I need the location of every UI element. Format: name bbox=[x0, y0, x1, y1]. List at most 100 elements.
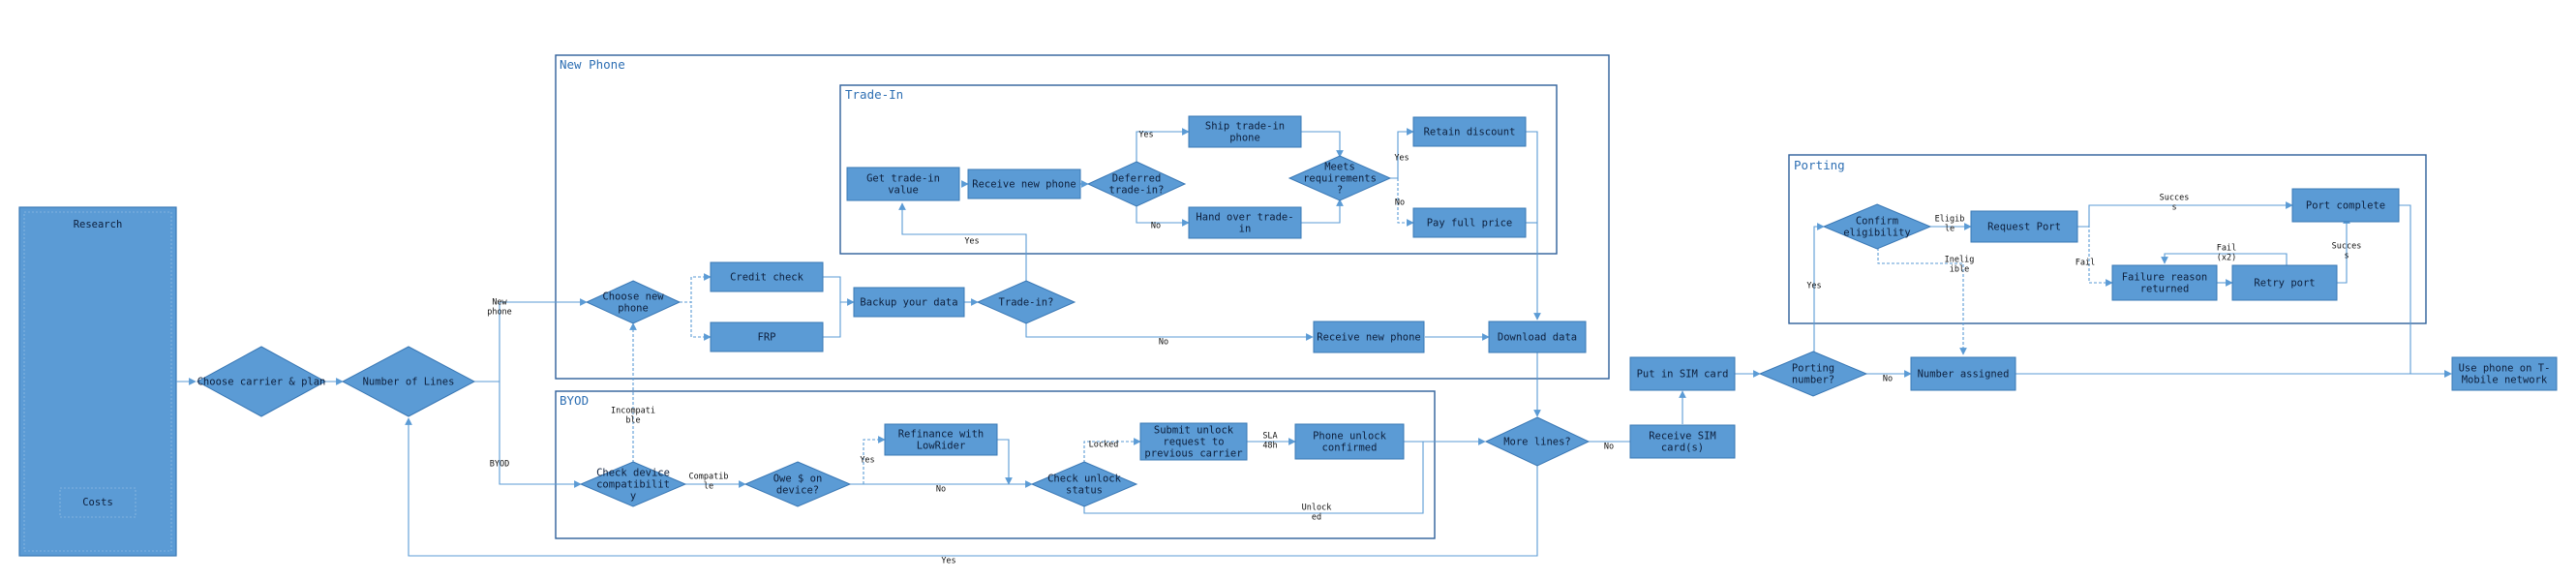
node-receive-new-phone-ti: Receive new phone bbox=[967, 168, 1081, 199]
edge-deferred-no bbox=[1136, 205, 1190, 227]
node-shape bbox=[1484, 416, 1591, 467]
edge-tradein-no bbox=[1025, 323, 1314, 341]
node-shape bbox=[1030, 461, 1138, 507]
edge-label-yes-trade: Yes bbox=[964, 237, 979, 247]
node-shape bbox=[884, 423, 998, 456]
node-shape bbox=[1086, 161, 1187, 207]
node-shape bbox=[1412, 207, 1527, 238]
edges-layer bbox=[176, 128, 2452, 557]
node-shape bbox=[1822, 203, 1932, 250]
node-retain-discount: Retain discount bbox=[1412, 116, 1527, 147]
byod-frame-title: BYOD bbox=[560, 393, 589, 408]
node-shape bbox=[1758, 351, 1868, 397]
node-shape bbox=[1629, 424, 1736, 459]
node-shape bbox=[1910, 356, 2016, 391]
node-shape bbox=[585, 280, 682, 324]
edge-port-complete-to-use bbox=[2399, 204, 2452, 378]
edge-meets-no bbox=[1397, 178, 1414, 227]
node-credit-check: Credit check bbox=[710, 261, 824, 292]
node-hand-over-trade-in: Hand over trade-in bbox=[1188, 206, 1302, 239]
node-shape bbox=[1294, 423, 1405, 460]
edge-unlock-unlocked bbox=[1083, 442, 1424, 514]
node-backup-data: Backup your data bbox=[853, 287, 965, 318]
node-label: Number of Lines bbox=[363, 377, 455, 388]
edge-retain-to-download bbox=[1526, 131, 1541, 321]
node-shape bbox=[853, 287, 965, 318]
edge-new-phone bbox=[499, 298, 588, 382]
node-number-assigned: Number assigned bbox=[1910, 356, 2016, 391]
node-shape bbox=[976, 280, 1076, 324]
node-pay-full-price: Pay full price bbox=[1412, 207, 1527, 238]
edge-frp-to-backup bbox=[823, 302, 841, 338]
porting-frame bbox=[1788, 154, 2427, 324]
node-shape bbox=[1139, 422, 1248, 461]
node-label: Pay full price bbox=[1427, 218, 1513, 229]
edge-label-no-porting: No bbox=[1883, 375, 1893, 384]
node-shape bbox=[846, 167, 960, 201]
node-frp: FRP bbox=[710, 321, 824, 352]
edge-label-no-more-lines: No bbox=[1604, 443, 1614, 452]
edge-confirm-ineligible bbox=[1877, 248, 1967, 355]
node-label: Download data bbox=[1498, 332, 1577, 344]
edge-label-yes-porting: Yes bbox=[1806, 282, 1821, 291]
edge-unlock-locked bbox=[1083, 438, 1141, 463]
edge-label-no-trade: No bbox=[1159, 338, 1168, 348]
node-label: Trade-in? bbox=[999, 297, 1054, 309]
node-shape bbox=[1288, 155, 1392, 201]
node-choose-carrier: Choose carrier & plan bbox=[196, 346, 327, 417]
node-put-in-sim: Put in SIM card bbox=[1629, 356, 1736, 391]
new-phone-frame bbox=[555, 54, 1610, 380]
trade-in-frame-title: Trade-In bbox=[845, 87, 903, 102]
porting-frame-title: Porting bbox=[1794, 158, 1845, 172]
byod-frame bbox=[555, 390, 1436, 539]
node-label: Port complete bbox=[2306, 200, 2385, 212]
research-frame bbox=[18, 206, 177, 557]
node-shape bbox=[2291, 188, 2400, 223]
costs-frame-title: Costs bbox=[82, 497, 113, 508]
node-shape bbox=[1970, 210, 2078, 243]
node-label: Put in SIM card bbox=[1637, 369, 1729, 381]
edge-request-fail bbox=[2077, 226, 2113, 287]
node-shape bbox=[710, 261, 824, 292]
edge-label-yes-more-lines: Yes bbox=[941, 557, 955, 566]
node-use-phone: Use phone on T-Mobile network bbox=[2451, 356, 2558, 391]
node-shape bbox=[1188, 206, 1302, 239]
node-shape bbox=[1488, 321, 1587, 353]
node-shape bbox=[1412, 116, 1527, 147]
edge-retry-success bbox=[2337, 216, 2350, 284]
node-label: Backup your data bbox=[860, 297, 957, 309]
edge-refinance-to-unlock bbox=[997, 439, 1013, 485]
node-label: Request Port bbox=[1987, 222, 2061, 233]
node-receive-new-phone: Receive new phone bbox=[1313, 321, 1425, 353]
node-label: Hand over trade-in bbox=[1196, 212, 1293, 235]
node-shape bbox=[341, 346, 476, 417]
costs-frame bbox=[59, 487, 136, 518]
node-download-data: Download data bbox=[1488, 321, 1587, 353]
node-label: Choose carrier & plan bbox=[197, 377, 326, 388]
edge-hand-to-meets bbox=[1301, 199, 1344, 224]
node-label: Credit check bbox=[730, 272, 804, 284]
edge-porting-yes bbox=[1813, 223, 1825, 352]
nodes-layer: Choose carrier & plan Number of Lines Choo… bbox=[196, 115, 2558, 507]
edge-ship-to-meets bbox=[1301, 131, 1344, 158]
